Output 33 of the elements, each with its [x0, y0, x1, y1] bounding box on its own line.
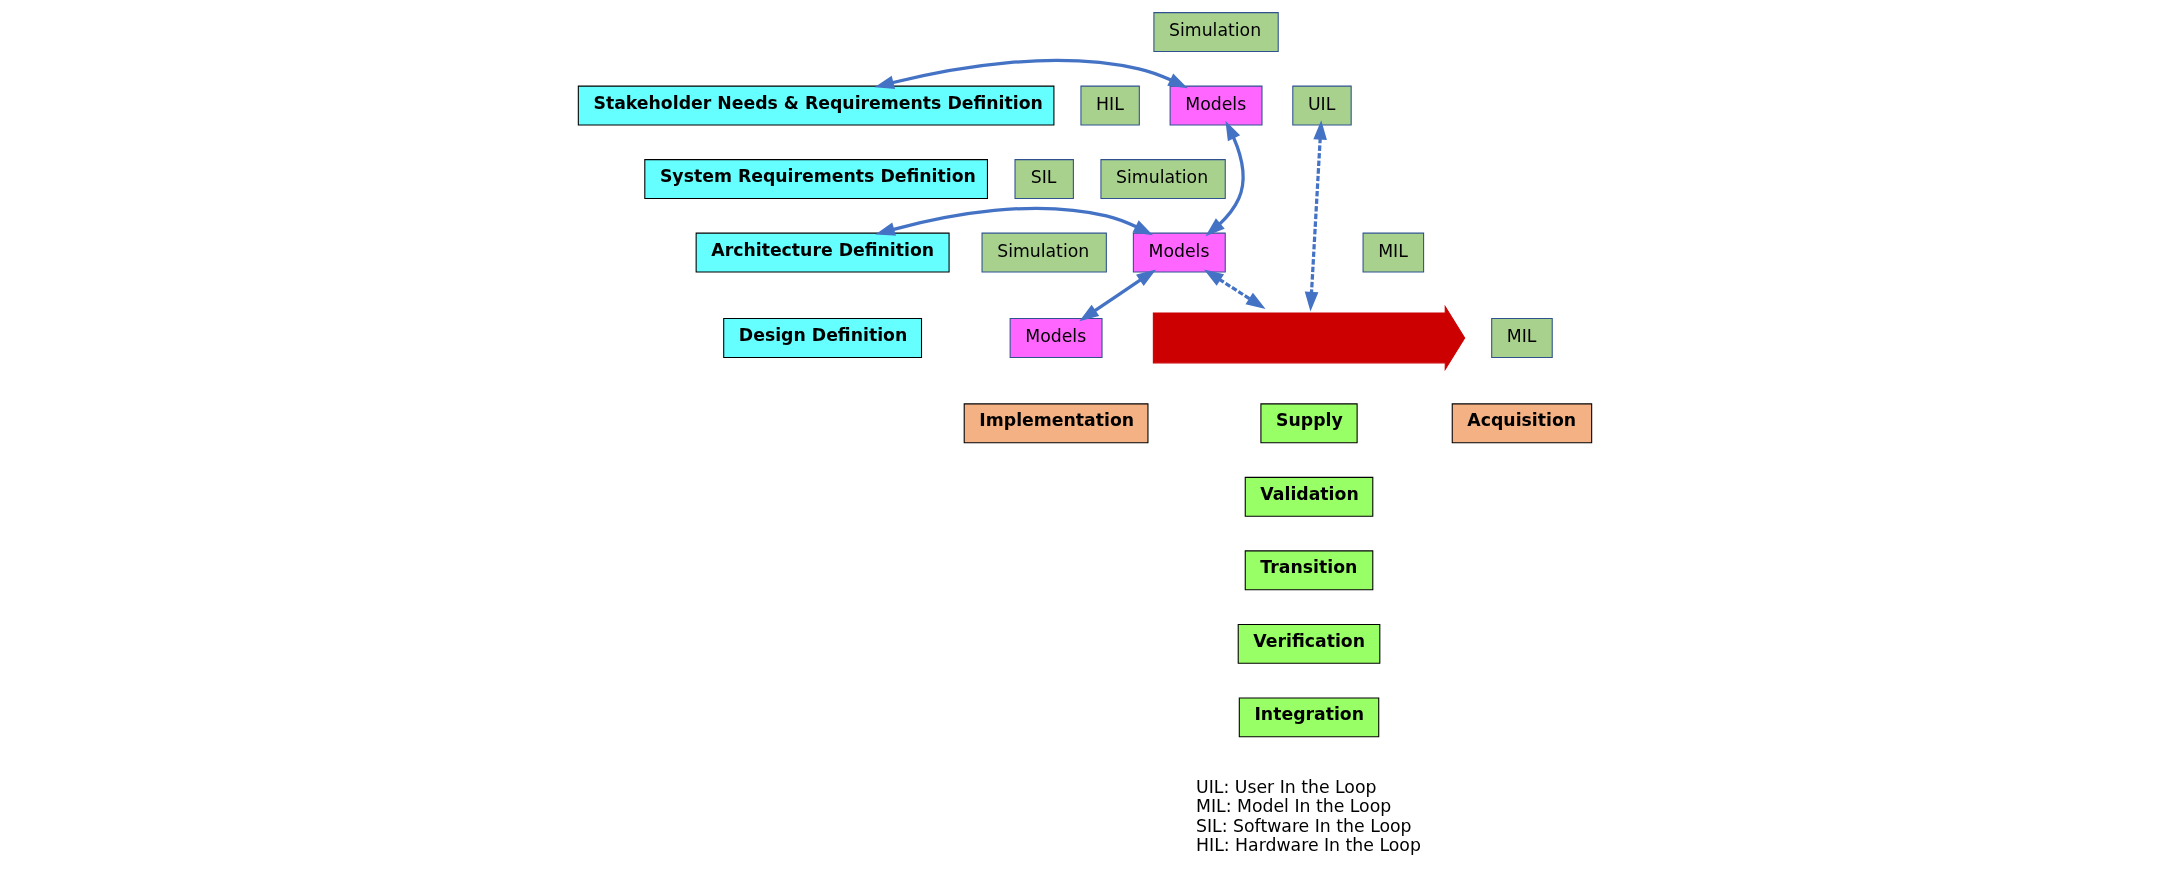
node-box: Verification [1237, 623, 1381, 664]
node-box: MIL [1491, 317, 1553, 358]
node-box: System Requirements Definition [644, 159, 988, 200]
node-box: Architecture Definition [695, 232, 950, 273]
node-box: MIL [1362, 232, 1425, 273]
node-box: Supply [1260, 403, 1358, 444]
node-box: HIL [1080, 85, 1140, 126]
arrow [875, 206, 1153, 236]
node-box: Acquisition [1451, 403, 1593, 444]
node-arrow [1152, 304, 1466, 372]
arrow [1079, 269, 1157, 322]
node-box: Simulation [1153, 12, 1279, 53]
label: HIL: Hardware In the Loop [1196, 835, 1421, 856]
arrow [1304, 120, 1327, 312]
node-box: Models [1169, 85, 1263, 126]
arrow [874, 58, 1188, 90]
label: UIL: User In the Loop [1196, 776, 1377, 797]
node-box: SIL [1014, 159, 1074, 200]
node-box: Simulation [1100, 159, 1226, 200]
node-box: Validation [1244, 476, 1374, 517]
node-box: Implementation [963, 403, 1149, 444]
node-box: Models [1132, 232, 1226, 273]
arrow [1203, 269, 1266, 310]
node-box: Models [1009, 317, 1103, 358]
node-box: Design Definition [723, 317, 923, 358]
node-box: Simulation [981, 232, 1107, 273]
node-box: Transition [1244, 550, 1374, 591]
label: SIL: Software In the Loop [1196, 815, 1412, 836]
node-box: Stakeholder Needs & Requirements Definition [577, 85, 1055, 126]
node-box: Integration [1238, 697, 1380, 738]
label: MIL: Model In the Loop [1196, 796, 1392, 817]
arrow [1205, 120, 1245, 237]
node-box: UIL [1292, 85, 1352, 126]
